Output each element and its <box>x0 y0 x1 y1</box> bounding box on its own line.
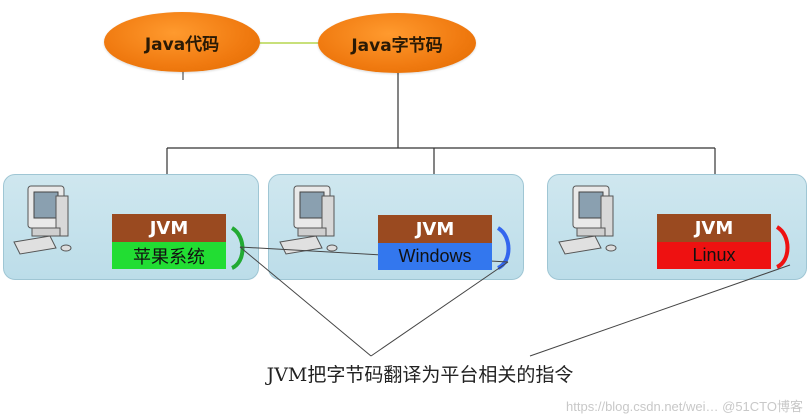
os-label-mac: 苹果系统 <box>112 242 226 269</box>
jvm-label: JVM <box>378 215 492 243</box>
java-bytecode-oval: Java字节码 <box>318 13 476 73</box>
pointer-line <box>239 246 372 357</box>
pointer-line <box>529 264 791 357</box>
watermark: https://blog.csdn.net/wei… @51CTO博客 <box>566 399 803 414</box>
jvm-block-mac: JVM 苹果系统 <box>112 214 226 269</box>
jvm-block-linux: JVM Linux <box>657 214 771 269</box>
os-label-linux: Linux <box>657 242 771 269</box>
java-source-oval: Java代码 <box>104 12 260 72</box>
computer-icon <box>13 185 72 255</box>
curved-arrow-icon <box>496 226 511 270</box>
jvm-block-windows: JVM Windows <box>378 215 492 270</box>
jvm-label: JVM <box>657 214 771 242</box>
diagram-caption: JVM把字节码翻译为平台相关的指令 <box>266 364 574 386</box>
computer-icon <box>558 185 617 255</box>
jvm-label: JVM <box>112 214 226 242</box>
os-label-windows: Windows <box>378 243 492 270</box>
java-bytecode-label: Java字节码 <box>351 35 443 56</box>
curved-arrow-icon <box>775 225 790 269</box>
computer-icon <box>279 185 338 255</box>
java-source-label: Java代码 <box>144 34 220 55</box>
pointer-line <box>370 261 509 357</box>
